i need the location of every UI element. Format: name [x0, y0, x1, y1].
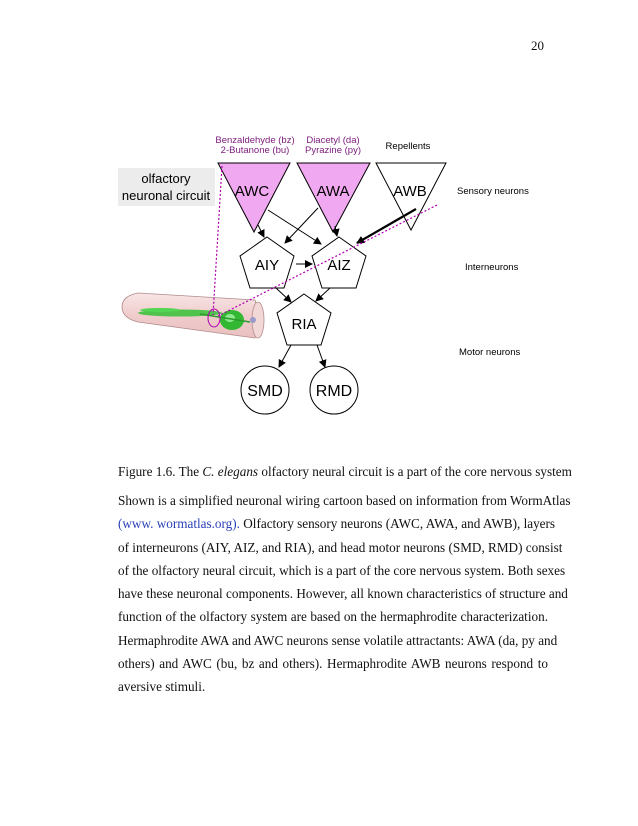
awa-stimulus-line2: Pyrazine (py): [305, 145, 361, 156]
dotted-line-awb-worm: [217, 204, 438, 317]
arrow-ria-smd: [278, 344, 292, 368]
page-number: 20: [531, 38, 544, 53]
motor-neurons-label: Motor neurons: [459, 347, 521, 358]
figure-caption: Figure 1.6. The C. elegans olfactory neu…: [118, 464, 572, 479]
arrow-awb-aiz-thick: [356, 208, 417, 244]
body-line-3: of interneurons (AIY, AIZ, and RIA), and…: [118, 539, 563, 555]
aiz-neuron-pentagon: [311, 236, 367, 289]
body-line-9: aversive stimuli.: [118, 679, 206, 695]
arrow-awa-aiz: [331, 225, 340, 237]
awa-neuron-triangle: [296, 162, 371, 234]
circuit-label-box: [118, 168, 215, 206]
caption-italic-species: C. elegans: [202, 464, 259, 479]
rmd-neuron-circle: [309, 365, 359, 415]
body-line-2: (www. wormatlas.org). Olfactory sensory …: [118, 516, 556, 532]
body-line-1: Shown is a simplified neuronal wiring ca…: [118, 493, 571, 508]
ria-neuron-pentagon: [276, 293, 332, 346]
ria-label: RIA: [291, 316, 316, 333]
arrow-ria-rmd: [316, 344, 327, 368]
worm-head-illustration: [121, 292, 265, 339]
awb-neuron-triangle: [375, 162, 447, 232]
awc-neuron-triangle: [217, 162, 291, 234]
awc-stimulus-line1: Benzaldehyde (bz): [215, 135, 294, 146]
wormatlas-link[interactable]: (www. wormatlas.org).: [118, 516, 240, 532]
body-line-8: others) and AWC (bu, bz and others). Her…: [118, 656, 548, 672]
aiy-neuron-pentagon: [239, 236, 295, 289]
body-line-7: Hermaphrodite AWA and AWC neurons sense …: [118, 632, 558, 648]
awb-label: AWB: [393, 183, 427, 200]
dotted-line-awc-worm: [212, 165, 223, 316]
awa-stimulus-line1: Diacetyl (da): [306, 135, 359, 146]
body-line-5: have these neuronal components. However,…: [118, 586, 568, 602]
interneurons-label: Interneurons: [465, 262, 519, 273]
awc-label: AWC: [235, 183, 270, 200]
olfactory-circuit-figure: olfactory neuronal circuit Benzaldehyde …: [118, 135, 529, 415]
smd-neuron-circle: [240, 365, 290, 415]
aiy-label: AIY: [255, 257, 279, 274]
awb-stimulus-line1: Repellents: [386, 141, 431, 152]
body-line-4: of the olfactory neural circuit, which i…: [118, 562, 566, 578]
body-line-6: function of the olfactory system are bas…: [118, 609, 548, 625]
awa-label: AWA: [316, 183, 349, 200]
arrow-awc-aiz: [267, 209, 322, 245]
awc-stimulus-line2: 2-Butanone (bu): [221, 145, 290, 156]
arrow-awa-aiy: [284, 207, 319, 244]
circuit-label-line2: neuronal circuit: [122, 188, 211, 203]
arrow-aiy-ria: [275, 287, 292, 303]
rmd-label: RMD: [316, 383, 352, 400]
body-paragraph: Shown is a simplified neuronal wiring ca…: [118, 491, 571, 701]
arrow-awc-aiy: [257, 224, 265, 238]
smd-label: SMD: [247, 383, 283, 400]
aiz-label: AIZ: [327, 257, 350, 274]
circuit-label-line1: olfactory: [141, 171, 191, 186]
arrow-aiz-ria: [315, 287, 331, 302]
sensory-neurons-label: Sensory neurons: [457, 186, 529, 197]
